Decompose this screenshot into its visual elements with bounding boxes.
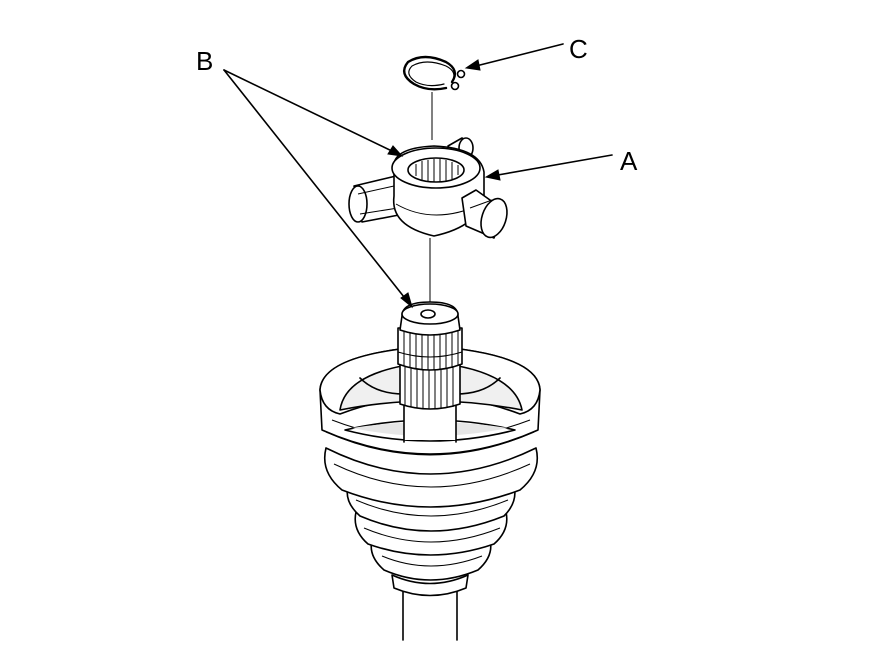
cv-boot <box>323 447 539 597</box>
lower-spline-teeth <box>404 366 454 409</box>
shaft-alignment-mark <box>420 309 436 319</box>
spider-tripod <box>348 137 508 239</box>
callout-label-a: A <box>620 146 638 176</box>
splined-stub-shaft <box>397 301 463 443</box>
upper-spline-teeth <box>403 330 459 370</box>
leader-lines <box>223 43 613 309</box>
alignment-lines <box>429 92 433 302</box>
callout-label-b: B <box>196 46 213 76</box>
bore-spline-teeth <box>415 159 459 182</box>
callout-label-c: C <box>569 34 588 64</box>
circlip <box>402 55 466 91</box>
